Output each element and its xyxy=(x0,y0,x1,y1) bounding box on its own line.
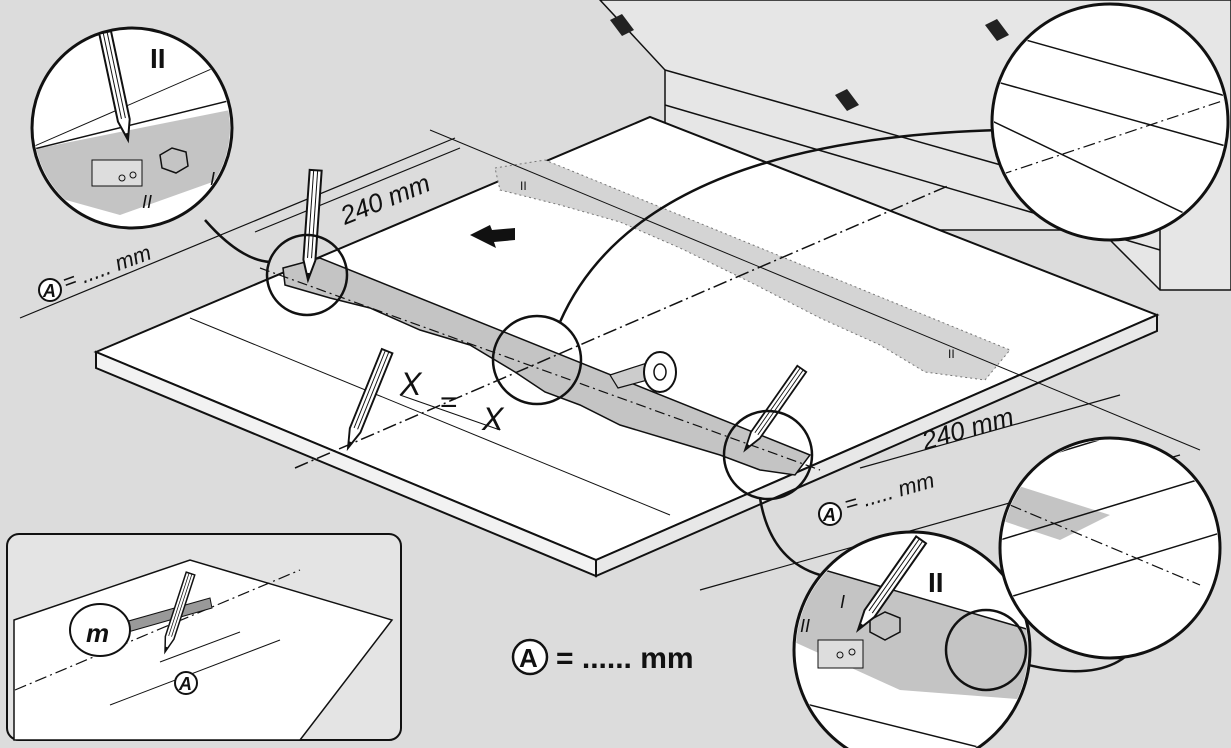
svg-text:X: X xyxy=(481,401,505,437)
magnifier-circle-icon xyxy=(944,608,1028,692)
magnifier-circle-icon xyxy=(722,409,814,501)
svg-text:A: A xyxy=(822,505,836,525)
a-label-left: A = ..... mm xyxy=(38,240,154,302)
svg-text:=: = xyxy=(440,386,458,419)
a-equals-mm-label: A = ...... mm xyxy=(511,638,694,676)
inset-measuring-panel: m A xyxy=(6,533,402,741)
tape-label-right: II xyxy=(948,347,955,361)
x-equals-x-label: X = X xyxy=(399,366,505,437)
detail-circle-top-left: II I II xyxy=(30,26,234,230)
roman-label-top: II xyxy=(150,43,166,74)
svg-text:= ..... mm: = ..... mm xyxy=(841,467,937,516)
a-label-right: A = ..... mm xyxy=(818,467,937,526)
magnifier-circle-icon xyxy=(491,314,583,406)
magnifier-circle-icon xyxy=(265,233,349,317)
svg-text:II: II xyxy=(800,616,810,636)
detail-circle-bottom-right: II I II xyxy=(792,530,1032,748)
direction-arrow-icon xyxy=(470,225,515,248)
svg-text:A: A xyxy=(42,281,56,301)
tape-roll-icon xyxy=(609,351,677,393)
measuring-tape-icon: m xyxy=(69,603,131,657)
board xyxy=(93,115,1160,578)
inset-a-label: A xyxy=(178,674,192,694)
svg-text:I: I xyxy=(210,169,215,189)
svg-text:m: m xyxy=(86,618,109,648)
svg-text:= ...... mm: = ...... mm xyxy=(556,642,694,675)
svg-text:II: II xyxy=(142,192,152,212)
center-line xyxy=(294,184,951,469)
svg-text:A: A xyxy=(519,643,538,673)
svg-text:= ..... mm: = ..... mm xyxy=(59,240,154,295)
tape-label-top: II xyxy=(520,179,527,193)
svg-text:I: I xyxy=(840,592,845,612)
tape-strip xyxy=(282,257,812,476)
detail-circle-far-right xyxy=(998,436,1222,660)
detail-circle-top-right xyxy=(990,2,1230,242)
roman-label-bottom: II xyxy=(928,567,944,598)
svg-text:X: X xyxy=(399,366,423,402)
